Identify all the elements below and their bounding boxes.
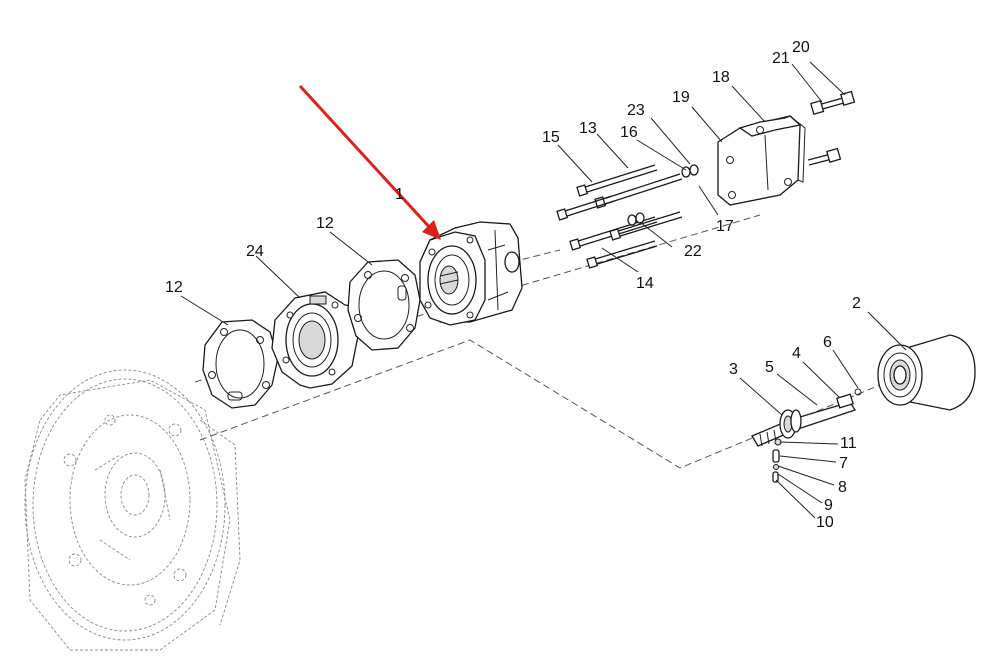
callout-18: 18 [712,69,730,86]
callout-20: 20 [792,39,810,56]
washers-22 [627,212,645,226]
callout-22: 22 [684,243,702,260]
callout-17: 17 [716,218,734,235]
gasket-right [347,259,421,351]
callout-5: 5 [765,359,774,376]
flywheel-housing [24,369,241,651]
pump-assembly[interactable] [419,221,523,326]
callout-15: 15 [542,129,560,146]
cover-plate [717,115,806,206]
callout-7: 7 [839,455,848,472]
callout-labels: 1 2 3 4 5 6 7 8 9 10 11 12 12 13 14 15 1… [165,39,861,531]
callout-10: 10 [816,514,834,531]
leader-lines [180,61,907,519]
callout-1: 1 [395,186,404,203]
callout-14: 14 [636,275,654,292]
callout-16: 16 [620,124,638,141]
highlight-arrow [298,84,441,240]
callout-13: 13 [579,120,597,137]
bolt-upper [576,164,658,197]
callout-6: 6 [823,334,832,351]
callout-8: 8 [838,479,847,496]
callout-2: 2 [852,295,861,312]
bolt-upper-2 [594,173,683,209]
adapter-plate [271,291,359,389]
callout-23: 23 [627,102,645,119]
callout-4: 4 [792,345,801,362]
callout-12-right: 12 [316,215,334,232]
cap-bolts [807,90,856,166]
callout-9: 9 [824,497,833,514]
callout-19: 19 [672,89,690,106]
callout-21: 21 [772,50,790,67]
callout-24: 24 [246,243,264,260]
through-bolts [556,164,699,269]
bearing-cup [877,334,976,411]
gasket-left [202,319,279,409]
washers-23 [681,164,699,178]
bolt-upper-3 [556,195,615,221]
callout-11: 11 [840,435,857,452]
drive-shaft [751,388,862,447]
callout-3: 3 [729,361,738,378]
bolt-lower-2 [586,240,658,269]
callout-12-left: 12 [165,279,183,296]
bolt-lower-3 [609,211,683,241]
